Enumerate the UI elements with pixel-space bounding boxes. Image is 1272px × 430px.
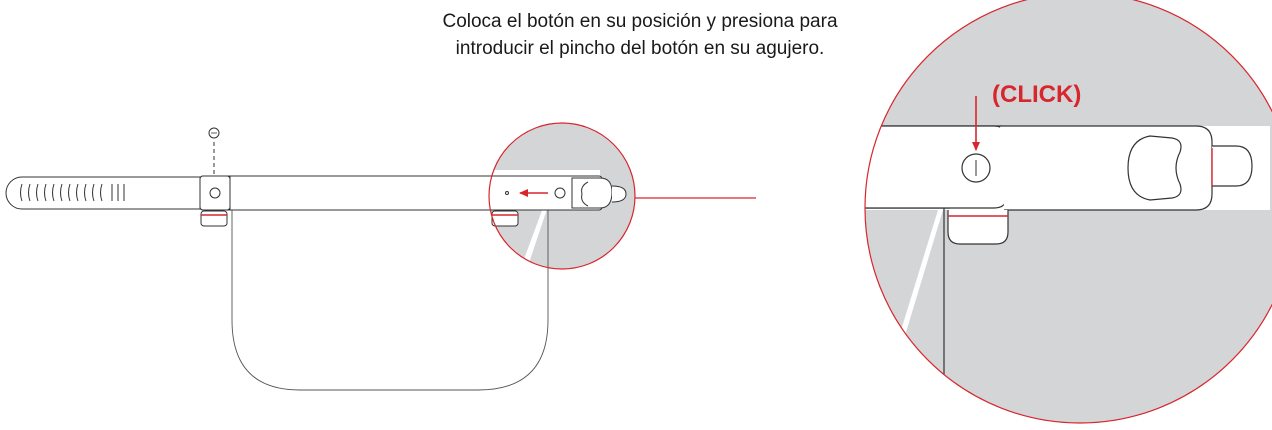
band-tip [571, 177, 613, 209]
bottom-tab-left [200, 210, 228, 227]
button-part-icon [208, 127, 220, 176]
bottom-tab-right [491, 210, 519, 227]
small-detail-outline [488, 122, 636, 270]
instruction-line-1: Coloca el botón en su posición y presion… [442, 11, 838, 32]
button-hole-left [209, 187, 221, 199]
instruction-text: Coloca el botón en su posición y presion… [380, 8, 900, 62]
strap-notches [20, 183, 125, 202]
face-shield-overview [5, 175, 627, 391]
instruction-line-2: introducir el pincho del botón en su agu… [455, 38, 825, 59]
front-overlay [199, 175, 231, 211]
button-hole-right [554, 187, 566, 199]
zoom-detail-outline [864, 0, 1272, 424]
click-label: (CLICK) [992, 81, 1081, 108]
visor-sheet [231, 210, 549, 391]
pin-hole [505, 191, 509, 195]
zoom-detail [864, 0, 1272, 424]
